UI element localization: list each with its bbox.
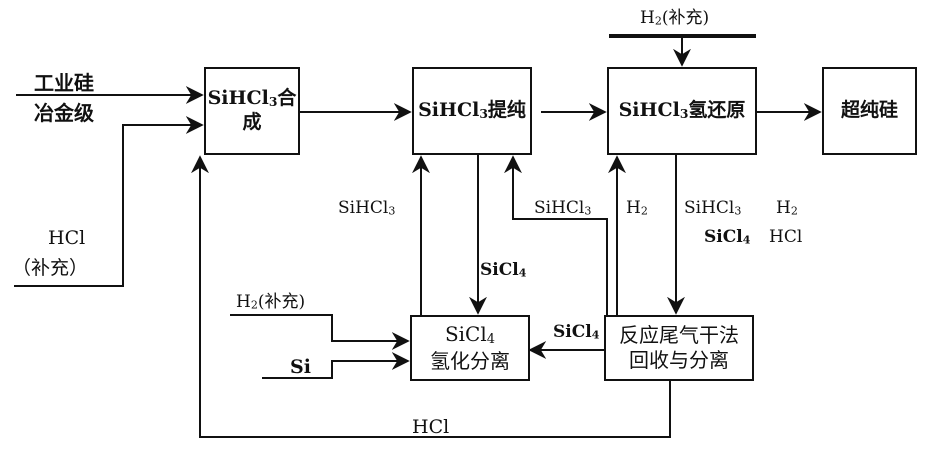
arrow-sihcl3-offgas-to-purification bbox=[504, 155, 608, 315]
box-offgas-recovery: 反应尾气干法 回收与分离 bbox=[604, 315, 754, 381]
label-sicl4-down: SiCl4 bbox=[480, 260, 527, 280]
label-hcl-recycle: HCl bbox=[412, 416, 450, 438]
label-sihcl3-recycle: SiHCl3 bbox=[338, 198, 396, 218]
label-industrial-si: 工业硅 bbox=[34, 71, 94, 95]
arrow-hcl-recycle bbox=[191, 155, 671, 438]
box-offgas-recovery-line1: 反应尾气干法 bbox=[619, 323, 739, 347]
label-h2-makeup-bottom: H2(补充) bbox=[236, 292, 306, 312]
box-sihcl3-purification-label: SiHCl3提纯 bbox=[418, 99, 526, 122]
box-sihcl3-reduction: SiHCl3氢还原 bbox=[607, 67, 757, 155]
label-si-input: Si bbox=[290, 356, 311, 378]
label-offgas-sicl4: SiCl4 bbox=[704, 227, 751, 247]
arrow-hcl-makeup bbox=[14, 116, 204, 287]
label-metallurgical-grade: 冶金级 bbox=[34, 101, 94, 125]
box-sihcl3-reduction-label: SiHCl3氢还原 bbox=[618, 99, 746, 122]
label-h2-makeup-top: H2(补充) bbox=[640, 8, 710, 28]
label-offgas-hcl: HCl bbox=[769, 227, 803, 247]
label-hcl-makeup-note: （补充） bbox=[12, 257, 89, 279]
label-h2-from-offgas: H2 bbox=[626, 198, 648, 218]
box-sihcl3-synthesis: SiHCl3合成 bbox=[204, 67, 300, 155]
box-offgas-recovery-line2: 回收与分离 bbox=[629, 348, 729, 372]
arrow-h2-makeup-bottom bbox=[230, 314, 410, 350]
box-sihcl3-synthesis-label: SiHCl3合成 bbox=[207, 87, 297, 133]
box-sicl4-hydrogenation: SiCl4 氢化分离 bbox=[410, 315, 530, 381]
box-sihcl3-purification: SiHCl3提纯 bbox=[412, 67, 532, 155]
arrow-si-input bbox=[262, 352, 410, 379]
box-ultrapure-si-label: 超纯硅 bbox=[840, 99, 898, 122]
label-hcl-makeup: HCl bbox=[48, 227, 86, 249]
box-sicl4-hydrogenation-line2: 氢化分离 bbox=[430, 348, 510, 373]
label-sihcl3-from-offgas: SiHCl3 bbox=[534, 198, 592, 218]
box-sicl4-hydrogenation-line1: SiCl4 bbox=[444, 322, 496, 348]
label-offgas-sihcl3: SiHCl3 bbox=[684, 198, 742, 218]
box-ultrapure-si: 超纯硅 bbox=[822, 67, 917, 155]
label-sicl4-to-hydrogenation: SiCl4 bbox=[553, 322, 600, 342]
label-offgas-h2: H2 bbox=[776, 198, 798, 218]
